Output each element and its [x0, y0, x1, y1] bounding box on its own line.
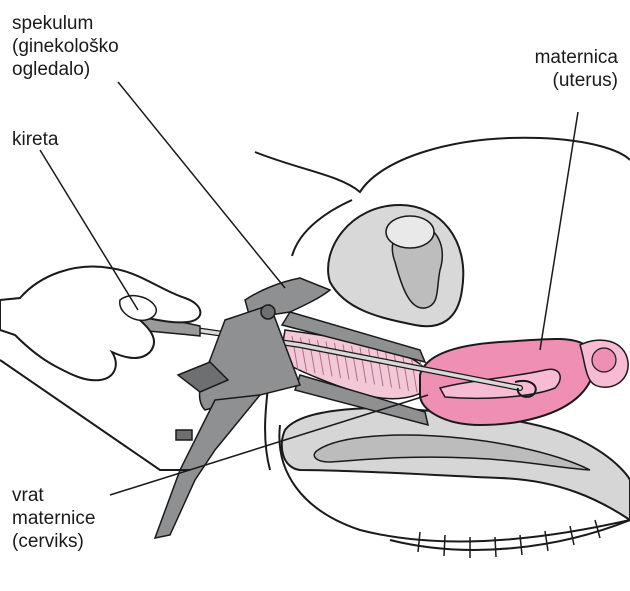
curette-label: kireta: [12, 128, 58, 151]
uterus-leader: [540, 112, 578, 350]
sacrum: [390, 520, 630, 550]
speculum-screw: [176, 430, 192, 440]
cervix-label-line-2: maternice: [12, 507, 95, 530]
cervix-label-line-1: vrat: [12, 484, 95, 507]
speculum-label: spekulum (ginekološko ogledalo): [12, 12, 119, 81]
uterus-label-line-2: (uterus): [535, 69, 618, 92]
curette-label-line-1: kireta: [12, 128, 58, 151]
uterus-label: maternica (uterus): [535, 46, 618, 92]
pubic-bone: [386, 216, 434, 248]
speculum-hinge: [261, 305, 275, 319]
speculum-label-line-2: (ginekološko: [12, 35, 119, 58]
body-contour: [255, 138, 630, 192]
speculum-label-line-1: spekulum: [12, 12, 119, 35]
speculum-leader: [118, 82, 285, 288]
ovary-inner: [592, 348, 616, 372]
speculum-label-line-3: ogledalo): [12, 58, 119, 81]
cervix-label-line-3: (cerviks): [12, 530, 95, 553]
uterus-label-line-1: maternica: [535, 46, 618, 69]
cervix-label: vrat maternice (cerviks): [12, 484, 95, 553]
speculum-handle: [155, 395, 260, 538]
